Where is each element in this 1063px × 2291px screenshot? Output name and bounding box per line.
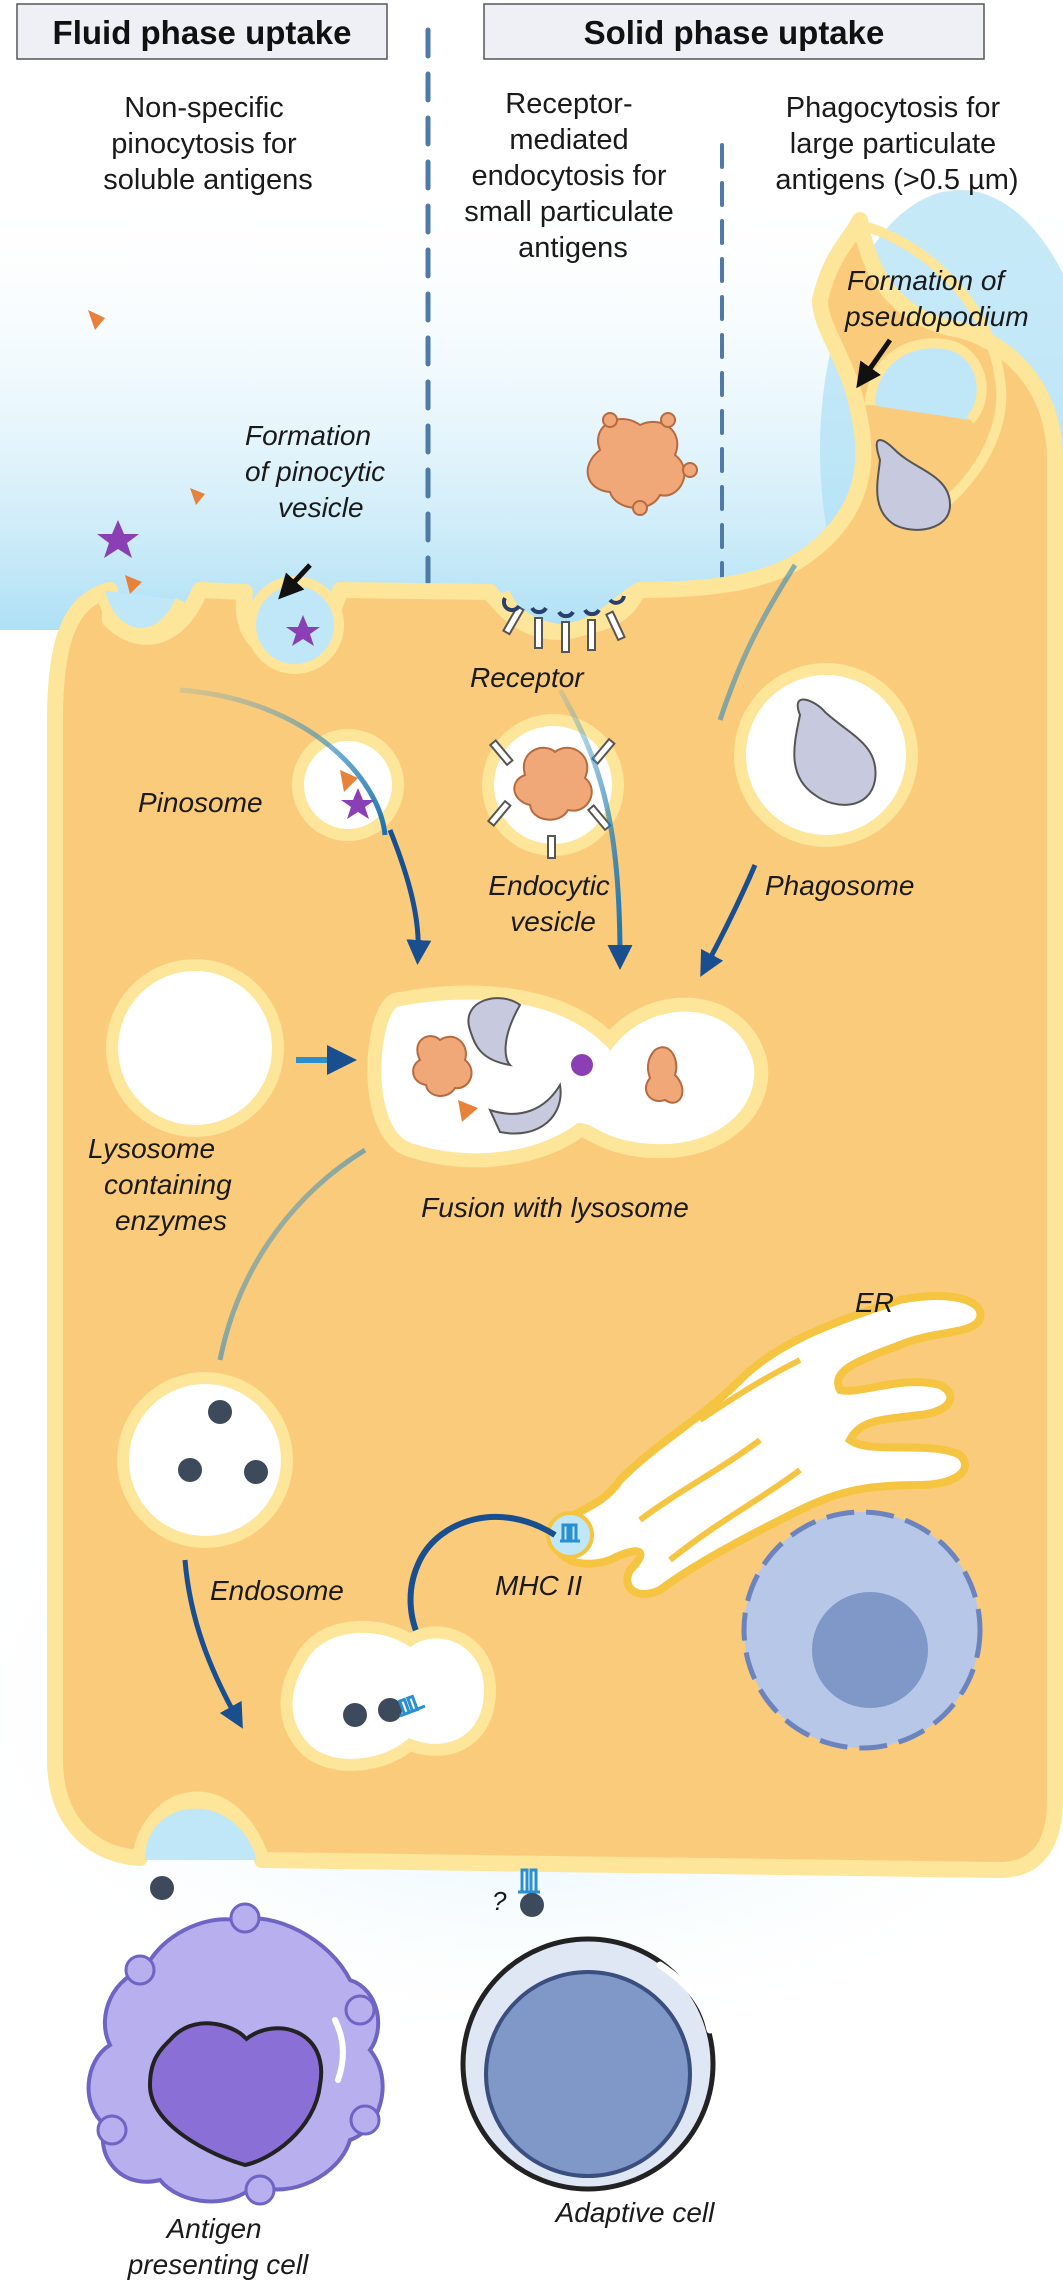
endoplasmic-reticulum [550, 1292, 985, 1598]
label-question: ? [492, 1886, 507, 1916]
desc-pinocytosis: Non-specific pinocytosis for soluble ant… [103, 92, 313, 196]
label-apc: Antigen presenting cell [127, 2213, 309, 2280]
label-pinosome: Pinosome [138, 787, 263, 818]
label-lysosome: Lysosome containing enzymes [88, 1133, 239, 1236]
label-fusion: Fusion with lysosome [421, 1192, 689, 1223]
header-solid-text: Solid phase uptake [584, 14, 885, 51]
label-endosome: Endosome [210, 1575, 344, 1606]
pinocytic-pointer-arrow [278, 563, 312, 600]
small-particulate-antigen [586, 412, 698, 516]
endosome [117, 1372, 293, 1548]
surface-mhc [518, 1868, 544, 1917]
label-er: ER [855, 1287, 894, 1318]
nucleus [741, 1509, 983, 1751]
phagosome [734, 663, 918, 847]
pseudopodium-pointer-arrow [856, 338, 893, 389]
label-endocytic-vesicle: Endocytic vesicle [488, 870, 617, 937]
receptor-pit [500, 589, 645, 653]
label-phagosome: Phagosome [765, 870, 914, 901]
label-pinocytic-vesicle: Formation of pinocytic vesicle [245, 420, 393, 523]
soluble-antigens [88, 310, 320, 646]
antigen-presenting-cell [86, 1902, 385, 2206]
label-receptor: Receptor [470, 662, 585, 693]
uptake-arrows [179, 563, 798, 977]
endocytic-vesicle [482, 714, 624, 859]
fusion-vesicle [367, 985, 769, 1168]
lysosome [106, 959, 284, 1137]
endosome-to-exit-arrow [182, 1559, 243, 1729]
mhc-loading-endosome [280, 1620, 497, 1771]
header-fluid-text: Fluid phase uptake [53, 14, 352, 51]
desc-phagocytosis: Phagocytosis for large particulate antig… [775, 92, 1018, 196]
label-pseudopodium: Formation of pseudopodium [844, 265, 1029, 332]
adaptive-cell [460, 1936, 716, 2192]
mhc-in-er [546, 1511, 594, 1559]
exit-pit [135, 1798, 267, 1862]
large-particulate-antigen [875, 439, 952, 531]
label-adaptive: Adaptive cell [554, 2197, 716, 2228]
header-solid-phase: Solid phase uptake [483, 3, 985, 60]
header-fluid-phase: Fluid phase uptake [16, 3, 388, 60]
fusion-to-endosome-curve [217, 1147, 367, 1361]
pinosome [292, 729, 404, 841]
mhc-transport-curve [407, 1513, 557, 1642]
label-mhc: MHC II [495, 1570, 582, 1601]
released-antigen [150, 1876, 174, 1900]
desc-receptor-mediated: Receptor- mediated endocytosis for small… [464, 88, 682, 264]
